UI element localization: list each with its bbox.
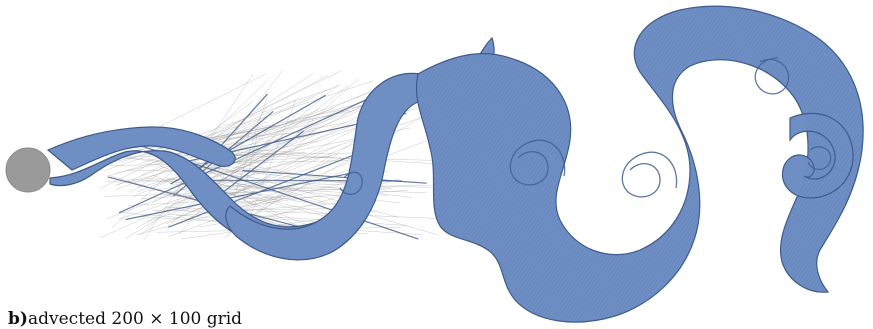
caption-tag: b) — [8, 309, 28, 329]
connection-line — [238, 190, 408, 202]
caption-text: advected 200 × 100 grid — [28, 309, 242, 329]
advected-sheet — [48, 6, 863, 322]
vortex-spiral-2 — [622, 152, 676, 197]
cylinder-obstacle — [6, 148, 50, 192]
